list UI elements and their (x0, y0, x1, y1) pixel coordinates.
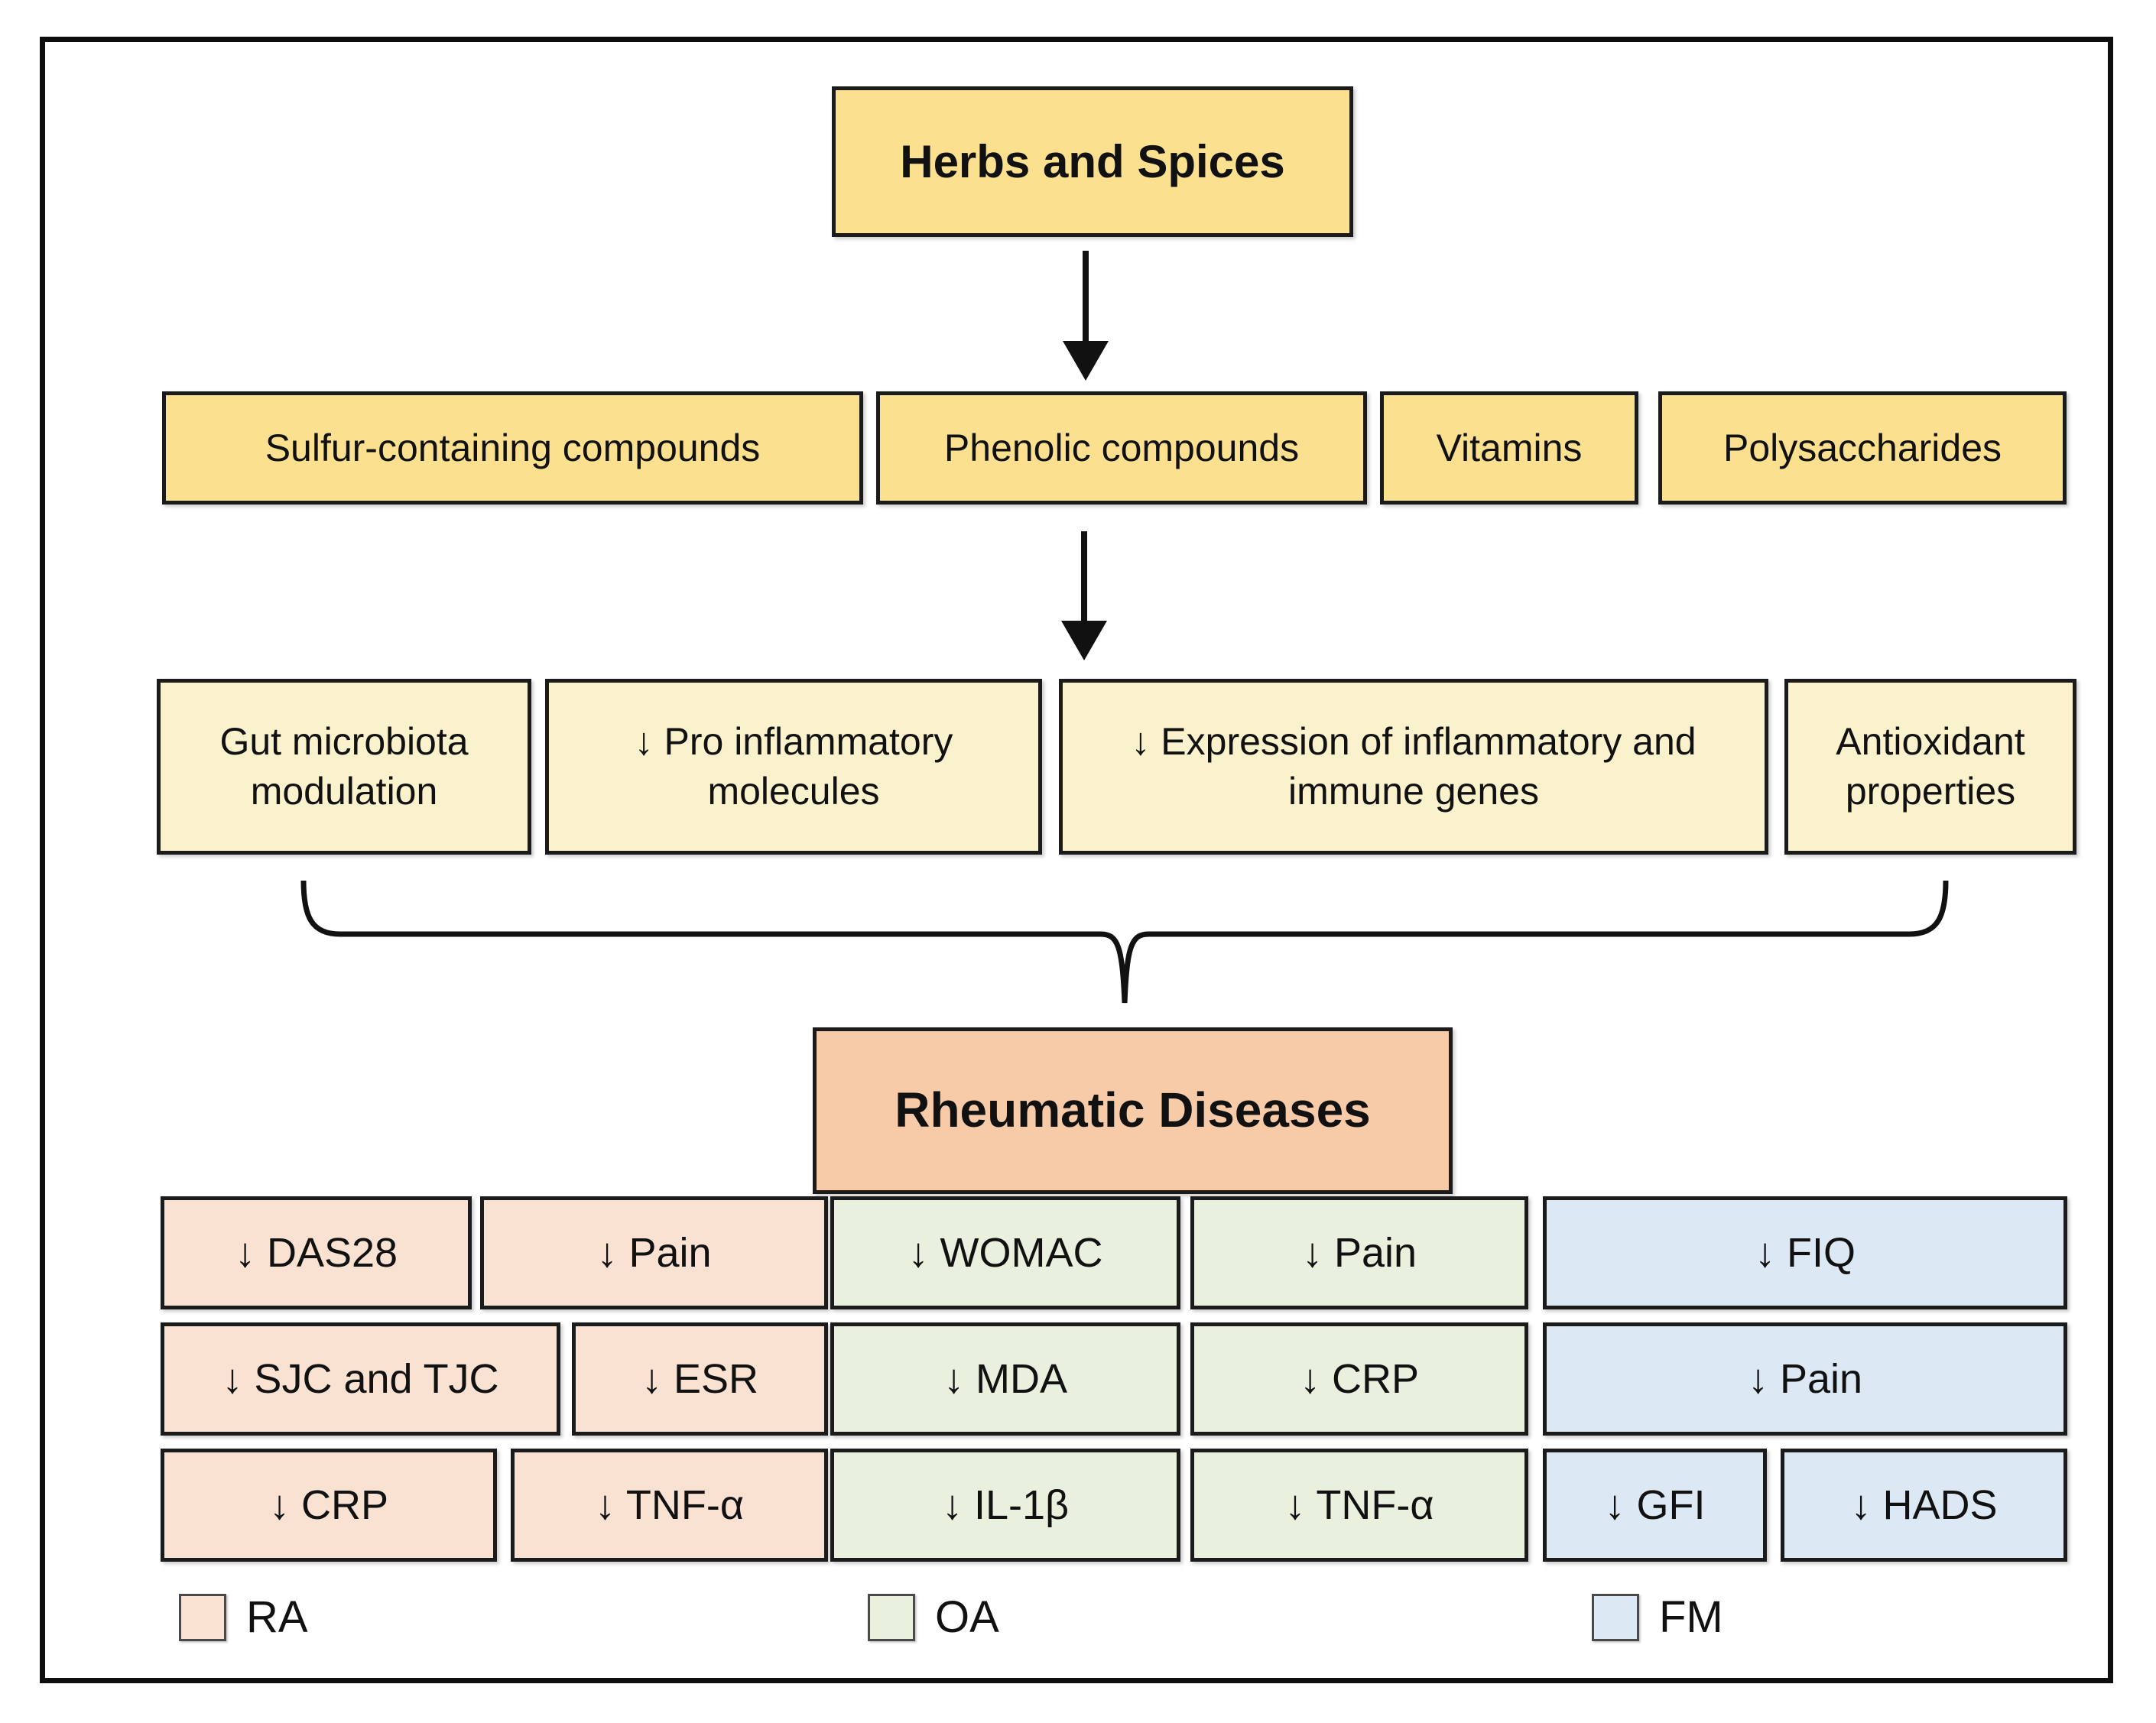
box-fm-pain: ↓ Pain (1543, 1322, 2067, 1436)
box-ra-tnf-alpha: ↓ TNF-α (511, 1449, 828, 1562)
box-phenolic-compounds: Phenolic compounds (876, 391, 1367, 505)
box-oa-crp: ↓ CRP (1190, 1322, 1528, 1436)
legend-swatch-ra (179, 1593, 226, 1641)
legend-item-oa: OA (868, 1592, 999, 1643)
box-expression-inflammatory-immune-genes: ↓ Expression of inflammatory and immune … (1059, 679, 1768, 855)
box-oa-pain: ↓ Pain (1190, 1196, 1528, 1309)
box-antioxidant-properties: Antioxidant properties (1784, 679, 2076, 855)
legend-item-ra: RA (179, 1592, 308, 1643)
box-ra-esr: ↓ ESR (572, 1322, 828, 1436)
legend-label-fm: FM (1659, 1592, 1723, 1642)
box-oa-tnf-alpha: ↓ TNF-α (1190, 1449, 1528, 1562)
box-sulfur-containing-compounds: Sulfur-containing compounds (162, 391, 863, 505)
box-oa-il-1beta: ↓ IL-1β (830, 1449, 1180, 1562)
box-rheumatic-diseases: Rheumatic Diseases (813, 1027, 1453, 1194)
box-polysaccharides: Polysaccharides (1658, 391, 2067, 505)
legend-swatch-oa (868, 1593, 915, 1641)
figure-border (40, 37, 2113, 1683)
box-ra-pain: ↓ Pain (480, 1196, 828, 1309)
box-ra-das28: ↓ DAS28 (161, 1196, 472, 1309)
legend-label-oa: OA (935, 1592, 999, 1642)
box-fm-fiq: ↓ FIQ (1543, 1196, 2067, 1309)
legend-item-fm: FM (1592, 1592, 1723, 1643)
box-vitamins: Vitamins (1380, 391, 1638, 505)
box-ra-crp: ↓ CRP (161, 1449, 497, 1562)
box-ra-sjc-tjc: ↓ SJC and TJC (161, 1322, 560, 1436)
legend-swatch-fm (1592, 1593, 1639, 1641)
box-herbs-and-spices: Herbs and Spices (832, 86, 1353, 237)
box-oa-womac: ↓ WOMAC (830, 1196, 1180, 1309)
box-fm-gfi: ↓ GFI (1543, 1449, 1767, 1562)
box-fm-hads: ↓ HADS (1781, 1449, 2067, 1562)
box-pro-inflammatory-molecules: ↓ Pro inflammatory molecules (545, 679, 1042, 855)
legend-label-ra: RA (246, 1592, 308, 1642)
box-gut-microbiota-modulation: Gut microbiota modulation (157, 679, 531, 855)
box-oa-mda: ↓ MDA (830, 1322, 1180, 1436)
